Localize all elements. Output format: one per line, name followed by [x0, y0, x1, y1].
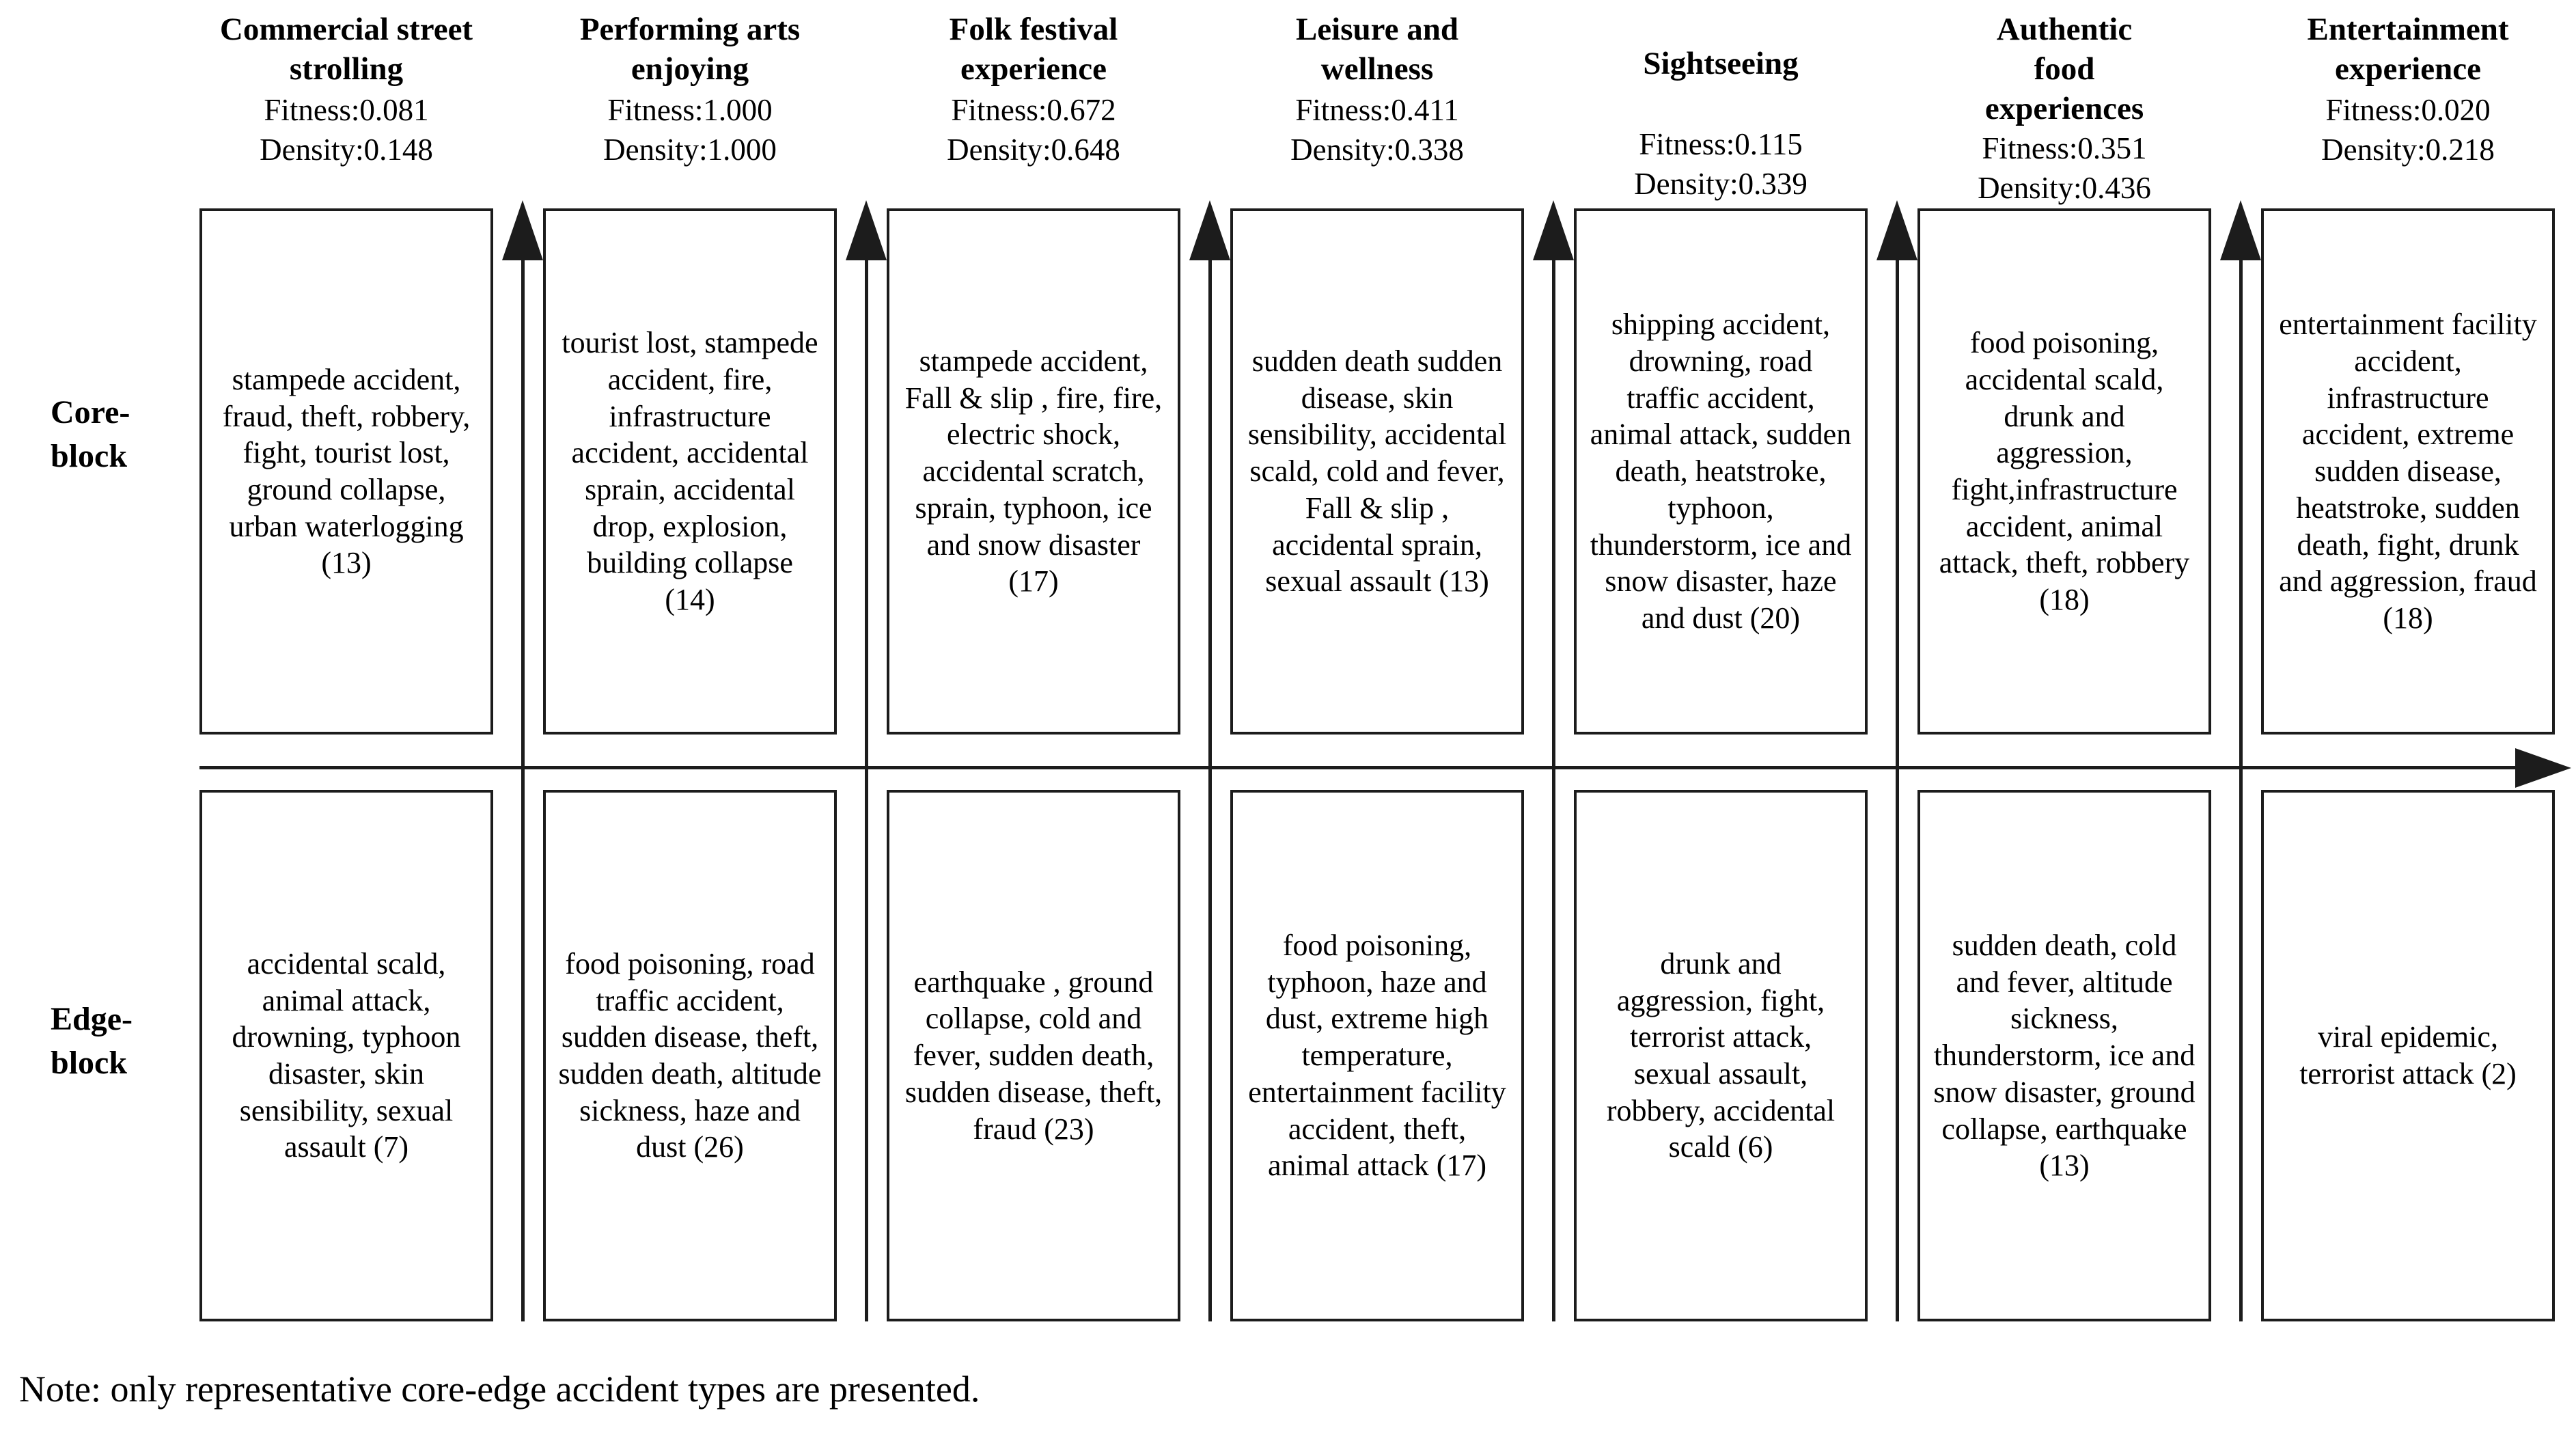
column-title: Folk festival experience — [949, 12, 1118, 87]
up-arrow-icon — [846, 200, 887, 260]
column-title: Leisure and wellness — [1295, 12, 1459, 87]
fitness-value: Fitness:0.020 — [2325, 93, 2491, 127]
edge-block-box-4: food poisoning, typhoon, haze and dust, … — [1230, 790, 1524, 1321]
density-value: Density:0.648 — [947, 133, 1120, 167]
core-block-box-4: sudden death sudden disease, skin sensib… — [1230, 208, 1524, 735]
column-header-6: Authentic food experiences Fitness:0.351… — [1894, 10, 2235, 208]
right-arrow-icon — [2515, 748, 2571, 788]
edge-block-box-7: viral epidemic, terrorist attack (2) — [2261, 790, 2555, 1321]
figure-note: Note: only representative core-edge acci… — [19, 1369, 980, 1410]
up-arrow-icon — [502, 200, 543, 260]
up-axis-line — [865, 257, 868, 1321]
edge-block-text: drunk and aggression, fight, terrorist a… — [1606, 946, 1836, 1164]
edge-block-box-6: sudden death, cold and fever, altitude s… — [1917, 790, 2211, 1321]
core-block-text: food poisoning, accidental scald, drunk … — [1939, 326, 2190, 617]
edge-block-text: earthquake , ground collapse, cold and f… — [904, 965, 1163, 1146]
up-axis-line — [1552, 257, 1555, 1321]
density-value: Density:0.339 — [1634, 167, 1808, 201]
core-block-text: sudden death sudden disease, skin sensib… — [1247, 344, 1507, 599]
core-block-box-3: stampede accident, Fall & slip , fire, f… — [887, 208, 1180, 735]
density-value: Density:0.436 — [1978, 171, 2151, 205]
column-title: Commercial street strolling — [219, 12, 473, 87]
edge-block-text: food poisoning, typhoon, haze and dust, … — [1248, 929, 1506, 1183]
up-arrow-icon — [1189, 200, 1230, 260]
column-header-5: Sightseeing Fitness:0.115 Density:0.339 — [1550, 44, 1892, 204]
up-arrow-icon — [2220, 200, 2261, 260]
edge-block-text: sudden death, cold and fever, altitude s… — [1933, 929, 2196, 1183]
density-value: Density:1.000 — [603, 133, 777, 167]
column-header-2: Performing arts enjoying Fitness:1.000 D… — [519, 10, 861, 169]
column-header-3: Folk festival experience Fitness:0.672 D… — [863, 10, 1204, 169]
edge-block-text: viral epidemic, terrorist attack (2) — [2299, 1020, 2517, 1090]
up-axis-line — [2239, 257, 2243, 1321]
core-block-box-7: entertainment facility accident, infrast… — [2261, 208, 2555, 735]
fitness-value: Fitness:0.115 — [1639, 127, 1803, 161]
column-header-4: Leisure and wellness Fitness:0.411 Densi… — [1206, 10, 1548, 169]
fitness-value: Fitness:0.351 — [1982, 131, 2147, 165]
core-block-text: shipping accident, drowning, road traffi… — [1590, 307, 1852, 635]
up-axis-line — [1208, 257, 1212, 1321]
up-arrow-icon — [1876, 200, 1917, 260]
density-value: Density:0.148 — [260, 133, 433, 167]
edge-block-text: accidental scald, animal attack, drownin… — [232, 946, 461, 1164]
density-value: Density:0.218 — [2321, 133, 2495, 167]
edge-block-box-5: drunk and aggression, fight, terrorist a… — [1574, 790, 1868, 1321]
column-header-1: Commercial street strolling Fitness:0.08… — [176, 10, 517, 169]
up-axis-line — [521, 257, 525, 1321]
edge-block-box-2: food poisoning, road traffic accident, s… — [543, 790, 837, 1321]
fitness-value: Fitness:1.000 — [607, 93, 773, 127]
fitness-value: Fitness:0.411 — [1295, 93, 1459, 127]
column-title: Sightseeing — [1643, 46, 1799, 81]
core-block-box-6: food poisoning, accidental scald, drunk … — [1917, 208, 2211, 735]
core-block-text: stampede accident, fraud, theft, robbery… — [222, 362, 471, 580]
column-title: Performing arts enjoying — [579, 12, 801, 87]
column-title: Entertainment experience — [2307, 12, 2509, 87]
up-arrow-icon — [1533, 200, 1574, 260]
up-axis-line — [1896, 257, 1899, 1321]
density-value: Density:0.338 — [1290, 133, 1464, 167]
fitness-value: Fitness:0.672 — [951, 93, 1116, 127]
core-block-row-label: Core- block — [51, 394, 130, 474]
core-block-text: entertainment facility accident, infrast… — [2279, 307, 2537, 635]
horizontal-axis-line — [199, 766, 2522, 769]
edge-block-text: food poisoning, road traffic accident, s… — [558, 946, 822, 1164]
edge-block-box-3: earthquake , ground collapse, cold and f… — [887, 790, 1180, 1321]
core-block-text: tourist lost, stampede accident, fire, i… — [562, 326, 818, 617]
column-title: Authentic food experiences — [1984, 12, 2144, 126]
edge-block-row-label: Edge- block — [51, 1001, 133, 1081]
fitness-value: Fitness:0.081 — [264, 93, 429, 127]
core-block-box-1: stampede accident, fraud, theft, robbery… — [199, 208, 493, 735]
core-block-box-5: shipping accident, drowning, road traffi… — [1574, 208, 1868, 735]
column-header-7: Entertainment experience Fitness:0.020 D… — [2237, 10, 2576, 169]
core-block-box-2: tourist lost, stampede accident, fire, i… — [543, 208, 837, 735]
edge-block-box-1: accidental scald, animal attack, drownin… — [199, 790, 493, 1321]
core-block-text: stampede accident, Fall & slip , fire, f… — [904, 344, 1163, 599]
